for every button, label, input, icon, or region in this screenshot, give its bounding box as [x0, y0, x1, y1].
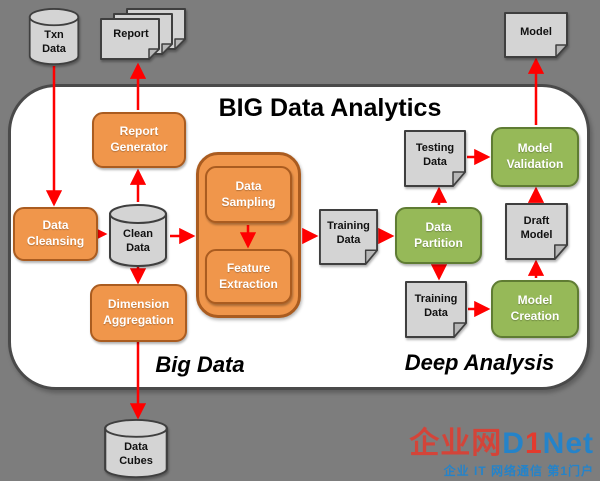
dimension-aggregation-box: Dimension Aggregation	[90, 284, 187, 342]
watermark-brand-cn: 企业网	[409, 427, 503, 460]
database-icon	[28, 8, 80, 66]
training-data-label: Training Data	[327, 220, 370, 246]
watermark-logo: 企业网D1Net	[409, 429, 594, 459]
testing-data-doc: Testing Data	[404, 130, 466, 187]
document-icon	[505, 203, 568, 260]
model-output: Model	[504, 12, 568, 58]
report-generator-box: Report Generator	[92, 112, 186, 168]
feature-extraction-box: Feature Extraction	[205, 249, 292, 304]
data-cubes-store: Data Cubes	[103, 419, 169, 479]
model-label: Model	[520, 26, 552, 39]
training-data-doc: Training Data	[319, 209, 378, 265]
document-icon	[504, 12, 568, 58]
draft-model-doc: Draft Model	[505, 203, 568, 260]
document-icon	[404, 130, 466, 187]
page-title: BIG Data Analytics	[218, 94, 442, 122]
training-data-doc-2: Training Data	[405, 281, 467, 338]
training-data-2-label: Training Data	[414, 292, 458, 319]
deep-analysis-label: Deep Analysis	[404, 350, 555, 375]
model-creation-box: Model Creation	[491, 280, 579, 338]
txn-data-label: Txn Data	[42, 29, 66, 55]
data-cleansing-box: Data Cleansing	[13, 207, 98, 261]
testing-data-label: Testing Data	[415, 141, 455, 168]
watermark-brand-one: 1	[524, 427, 543, 460]
clean-data-label: Clean Data	[123, 228, 153, 254]
clean-data-store: Clean Data	[108, 204, 168, 268]
model-validation-box: Model Validation	[491, 127, 579, 187]
watermark-tagline: 企业 IT 网络通信 第1门户	[443, 464, 594, 478]
report-output: Report	[100, 8, 186, 62]
watermark-brand-d: D	[502, 427, 525, 460]
draft-model-label: Draft Model	[520, 214, 553, 241]
document-icon	[319, 209, 378, 265]
txn-data-store: Txn Data	[28, 8, 80, 66]
database-icon	[109, 204, 167, 267]
data-cubes-label: Data Cubes	[119, 441, 153, 467]
database-icon	[104, 419, 168, 479]
document-icon	[405, 281, 467, 338]
watermark-brand-net: Net	[542, 427, 594, 460]
report-label: Report	[113, 28, 149, 40]
data-sampling-box: Data Sampling	[205, 166, 292, 223]
data-partition-box: Data Partition	[395, 207, 482, 264]
document-stack-icon	[100, 8, 186, 60]
watermark: 企业网D1Net 企业 IT 网络通信 第1门户	[409, 429, 594, 479]
big-data-label: Big Data	[155, 352, 245, 377]
